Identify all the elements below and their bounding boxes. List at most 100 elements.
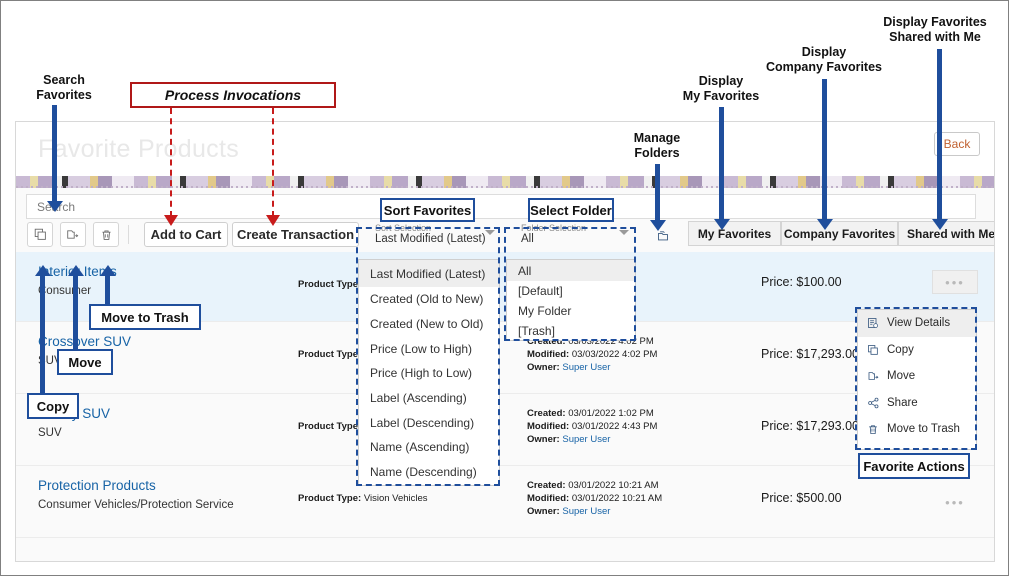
add-to-cart-button[interactable]: Add to Cart [144, 222, 228, 247]
tab-my-favorites[interactable]: My Favorites [688, 221, 781, 246]
tab-company-favorites[interactable]: Company Favorites [781, 221, 898, 246]
annotation-arrowhead-manage-folders [650, 220, 666, 231]
sort-selection-combobox[interactable]: Sort Selection Last Modified (Latest) [368, 221, 503, 248]
row-subtitle: Consumer [38, 285, 92, 297]
row-price: Price: $17,293.00 [761, 347, 859, 361]
row-subtitle: Consumer Vehicles/Protection Service [38, 499, 234, 511]
annotation-arrow-search [52, 105, 57, 203]
annotation-arrow-add-to-cart [170, 108, 172, 217]
chevron-down-icon [485, 230, 495, 235]
annotation-arrowhead-shared-with-me [932, 219, 948, 230]
row-metadata: Created: 03/01/2022 1:02 PM Modified: 03… [527, 407, 657, 446]
row-name[interactable]: Protection Products [38, 478, 156, 493]
table-row[interactable]: Protection Products Consumer Vehicles/Pr… [16, 466, 994, 538]
annotation-arrowhead-move [68, 265, 84, 276]
row-metadata: Created: 03/03/2022 4:02 PM Modified: 03… [527, 335, 657, 374]
app-header: Favorite Products Back [16, 122, 994, 176]
sort-option[interactable]: Name (Descending) [370, 465, 477, 480]
view-details-icon [867, 317, 887, 329]
copy-button[interactable] [27, 222, 53, 247]
folder-selection-dropdown[interactable]: All [Default] My Folder [Trash] [506, 259, 636, 341]
folder-selection-combobox[interactable]: Folder Selection All [514, 221, 637, 248]
folder-option[interactable]: [Trash] [518, 323, 555, 338]
annotation-arrowhead-company-favorites [817, 219, 833, 230]
row-actions-button[interactable]: ••• [932, 270, 978, 294]
create-transaction-button[interactable]: Create Transaction [232, 222, 359, 247]
table-row[interactable]: Crossover SUV SUV Product Type: Vision V… [16, 322, 994, 394]
row-product-type-label: Product Type: [298, 421, 362, 432]
row-modified: Modified: 03/01/2022 4:43 PM [527, 421, 658, 432]
annotation-arrowhead-move-to-trash [100, 265, 116, 276]
table-row[interactable]: Luxury SUV SUV Product Type: Vision Vehi… [16, 394, 994, 466]
copy-icon [34, 228, 47, 241]
row-price: Price: $500.00 [761, 491, 842, 505]
row-owner: Owner: Super User [527, 362, 611, 373]
sort-selection-label: Sort Selection [375, 223, 432, 233]
row-owner: Owner: Super User [527, 506, 611, 517]
manage-folders-button[interactable] [652, 225, 674, 245]
search-input[interactable]: Search [26, 194, 976, 219]
row-metadata: Created: 03/01/2022 10:21 AM Modified: 0… [527, 479, 662, 518]
sort-option[interactable]: Label (Descending) [370, 415, 475, 430]
folder-option[interactable]: My Folder [518, 304, 572, 318]
decorative-banner [16, 176, 994, 188]
annotation-arrow-company-favorites [822, 79, 827, 221]
annotation-arrowhead-create-transaction [266, 215, 280, 226]
sort-selection-dropdown[interactable]: Last Modified (Latest) Created (Old to N… [358, 259, 500, 486]
annotation-move-to-trash: Move to Trash [89, 304, 201, 330]
sort-option[interactable]: Created (New to Old) [370, 317, 484, 332]
folder-option[interactable]: [Default] [518, 284, 563, 298]
sort-selection-value: Last Modified (Latest) [375, 233, 486, 245]
move-folder-icon [66, 228, 80, 241]
annotation-arrowhead-my-favorites [714, 219, 730, 230]
row-product-type-label: Product Type: [298, 279, 362, 290]
sort-option[interactable]: Name (Ascending) [370, 440, 470, 455]
row-modified: Modified: 03/01/2022 10:21 AM [527, 493, 663, 504]
row-subtitle: SUV [38, 427, 62, 439]
menu-item-copy[interactable]: Copy [858, 337, 976, 364]
row-price: Price: $100.00 [761, 275, 842, 289]
menu-item-move[interactable]: Move [858, 363, 976, 390]
folder-selection-label: Folder Selection [521, 223, 587, 233]
row-owner-link[interactable]: Super User [562, 434, 611, 445]
annotation-arrow-move-to-trash [105, 276, 110, 310]
trash-icon [867, 423, 887, 436]
annotation-select-folder: Select Folder [528, 198, 614, 222]
favorite-actions-menu[interactable]: View Details Copy Move Share Move to Tra… [857, 309, 977, 450]
folder-option[interactable]: All [507, 260, 635, 281]
row-owner-link[interactable]: Super User [562, 506, 611, 517]
sort-option[interactable]: Created (Old to New) [370, 292, 484, 307]
sort-option[interactable]: Price (High to Low) [370, 366, 473, 381]
row-name[interactable]: Crossover SUV [38, 334, 132, 349]
annotation-arrow-manage-folders [655, 164, 660, 222]
menu-item-share[interactable]: Share [858, 390, 976, 417]
toolbar-divider [128, 225, 129, 244]
row-product-type: Product Type: Vision Vehicles [298, 493, 428, 504]
sort-option[interactable]: Last Modified (Latest) [359, 260, 499, 287]
sort-option[interactable]: Label (Ascending) [370, 391, 467, 406]
move-button[interactable] [60, 222, 86, 247]
menu-item-view-details[interactable]: View Details [858, 310, 976, 337]
menu-item-move-to-trash[interactable]: Move to Trash [858, 416, 976, 443]
row-actions-button[interactable]: ••• [945, 494, 965, 510]
menu-item-label: Move [887, 370, 916, 383]
annotation-move: Move [57, 349, 113, 375]
move-folder-icon [867, 370, 887, 382]
menu-item-label: View Details [887, 317, 951, 330]
share-icon [867, 397, 887, 409]
row-product-type-label: Product Type: [298, 349, 362, 360]
row-created: Created: 03/03/2022 4:02 PM [527, 336, 654, 347]
move-to-trash-button[interactable] [93, 222, 119, 247]
annotation-arrow-my-favorites [719, 107, 724, 221]
row-owner-link[interactable]: Super User [562, 362, 611, 373]
app-window: Favorite Products Back Search [15, 121, 995, 562]
annotation-arrowhead-add-to-cart [164, 215, 178, 226]
sort-option[interactable]: Price (Low to High) [370, 341, 473, 356]
annotation-favorite-actions: Favorite Actions [858, 453, 970, 479]
